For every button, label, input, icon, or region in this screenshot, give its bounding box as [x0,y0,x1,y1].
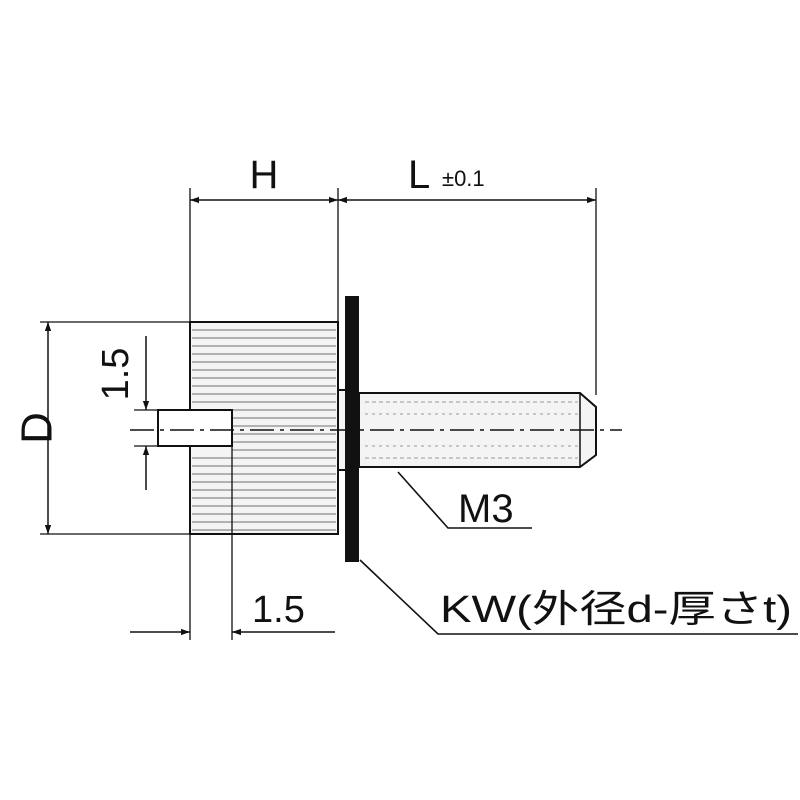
label-l: L [408,153,430,197]
washer-kw [345,296,359,562]
dimension-lines [44,196,596,636]
leader-kw [359,559,798,635]
extension-lines [40,188,597,640]
knurl-lines [192,329,336,531]
center-pin [157,409,233,447]
label-washer: KW(外径d-厚さt) [440,589,792,631]
label-thread: M3 [458,487,514,531]
leader-lines [359,471,798,635]
label-l-tolerance: ±0.1 [442,166,485,191]
label-h: H [250,153,279,197]
leader-m3 [397,471,532,529]
label-pin-diameter: 1.5 [95,348,137,401]
label-pin-length: 1.5 [252,589,305,631]
thread-m3 [358,392,597,468]
label-d: D [13,412,62,444]
